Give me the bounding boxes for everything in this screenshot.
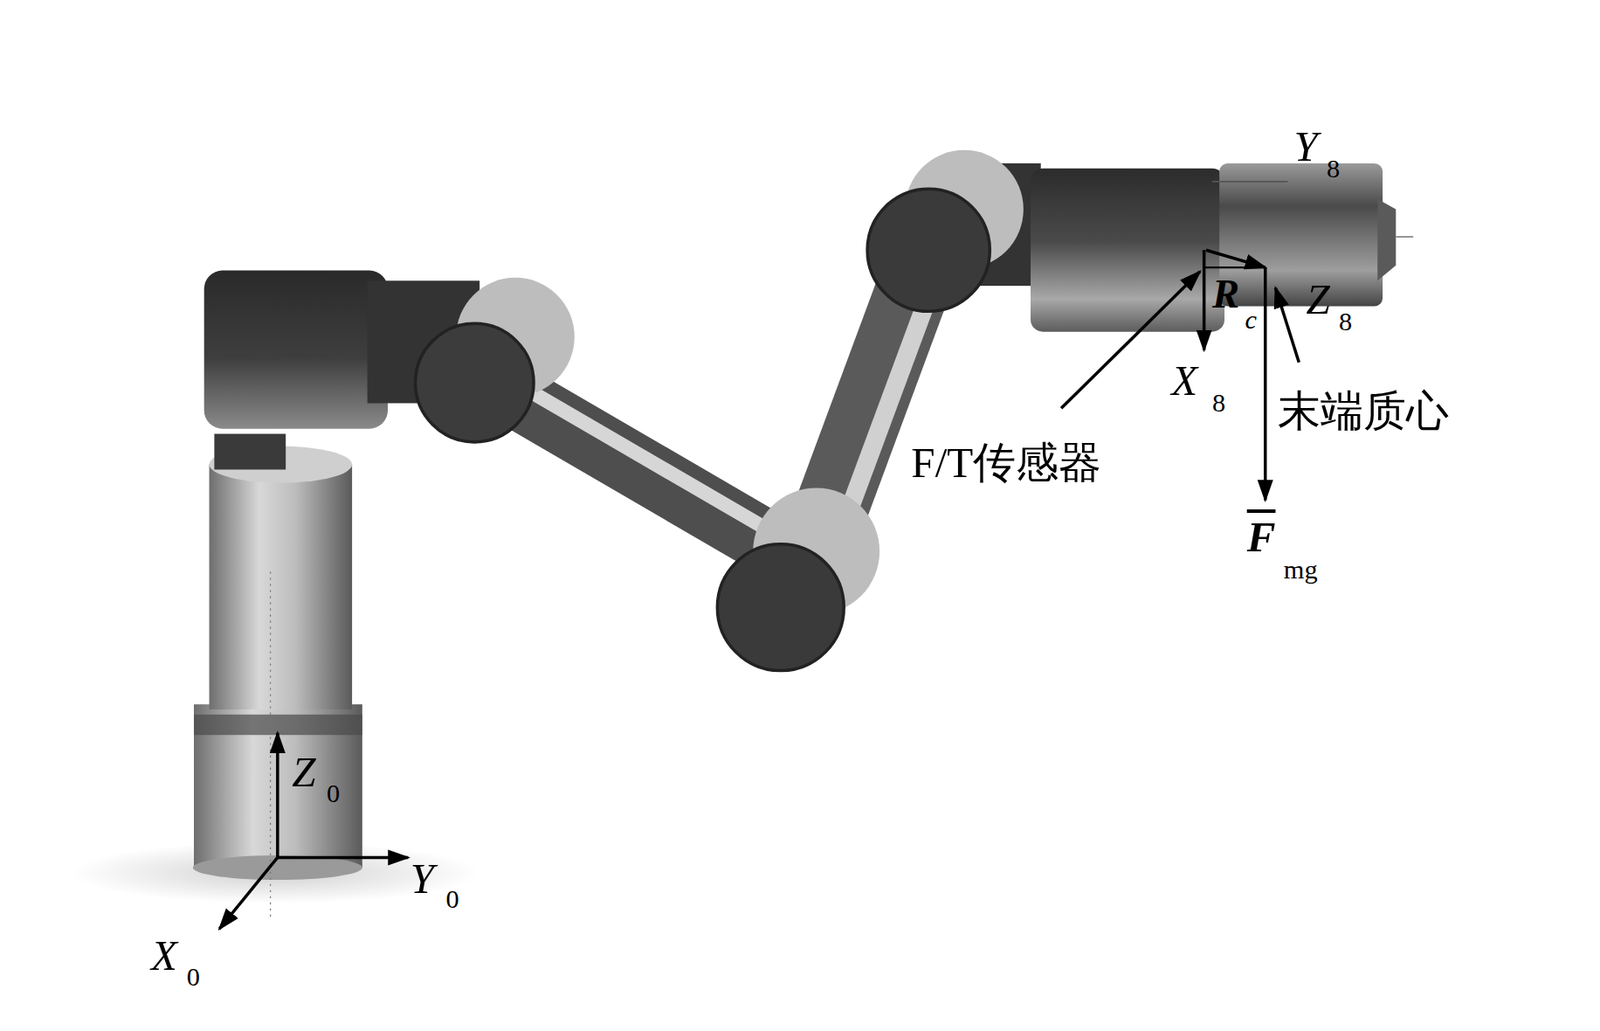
robot-base	[193, 703, 363, 868]
tool-tip	[1377, 199, 1396, 281]
axis-letter: X	[1171, 358, 1198, 402]
leader-line	[1061, 271, 1200, 409]
shoulder-joint	[204, 270, 388, 429]
y-axis	[1212, 180, 1288, 183]
joint-cap	[415, 323, 535, 442]
leader-line	[1275, 287, 1299, 362]
axis-subscript: 0	[446, 885, 460, 912]
gravity-vector	[1263, 267, 1268, 500]
x-axis	[219, 856, 278, 929]
axis-letter: Y	[410, 856, 435, 900]
axis-letter: Y	[1293, 124, 1318, 168]
axis-letter: X	[151, 933, 178, 977]
base-ring	[193, 714, 363, 735]
axis-subscript: 8	[1338, 308, 1352, 335]
vector-subscript: c	[1244, 306, 1256, 333]
x-axis	[1202, 249, 1207, 350]
sensor-label: F/T传感器	[910, 441, 1102, 484]
end-link	[1030, 168, 1225, 332]
upper-arm	[510, 393, 791, 557]
tool-tip	[1395, 235, 1414, 238]
y-axis	[277, 855, 409, 860]
end-tool	[1219, 163, 1383, 307]
axis-subscript: 8	[1326, 155, 1340, 182]
vector-letter: R	[1212, 273, 1240, 315]
frame-corner	[1204, 249, 1266, 268]
axis-subscript: 0	[186, 963, 200, 990]
joint-cap	[717, 544, 844, 671]
joint-cap	[867, 188, 990, 311]
z-axis	[275, 732, 280, 858]
robot-column	[209, 464, 353, 710]
arm-highlight	[510, 379, 791, 544]
axis-letter: Z	[291, 750, 316, 794]
force-subscript: mg	[1283, 556, 1318, 583]
column-cut	[213, 434, 286, 470]
axis-letter: Z	[1306, 277, 1331, 321]
force-letter: F	[1247, 515, 1276, 559]
axis-subscript: 8	[1212, 389, 1226, 416]
r-vector	[1206, 249, 1266, 268]
axis-subscript: 0	[326, 779, 340, 807]
centroid-label: 末端质心	[1277, 389, 1449, 433]
